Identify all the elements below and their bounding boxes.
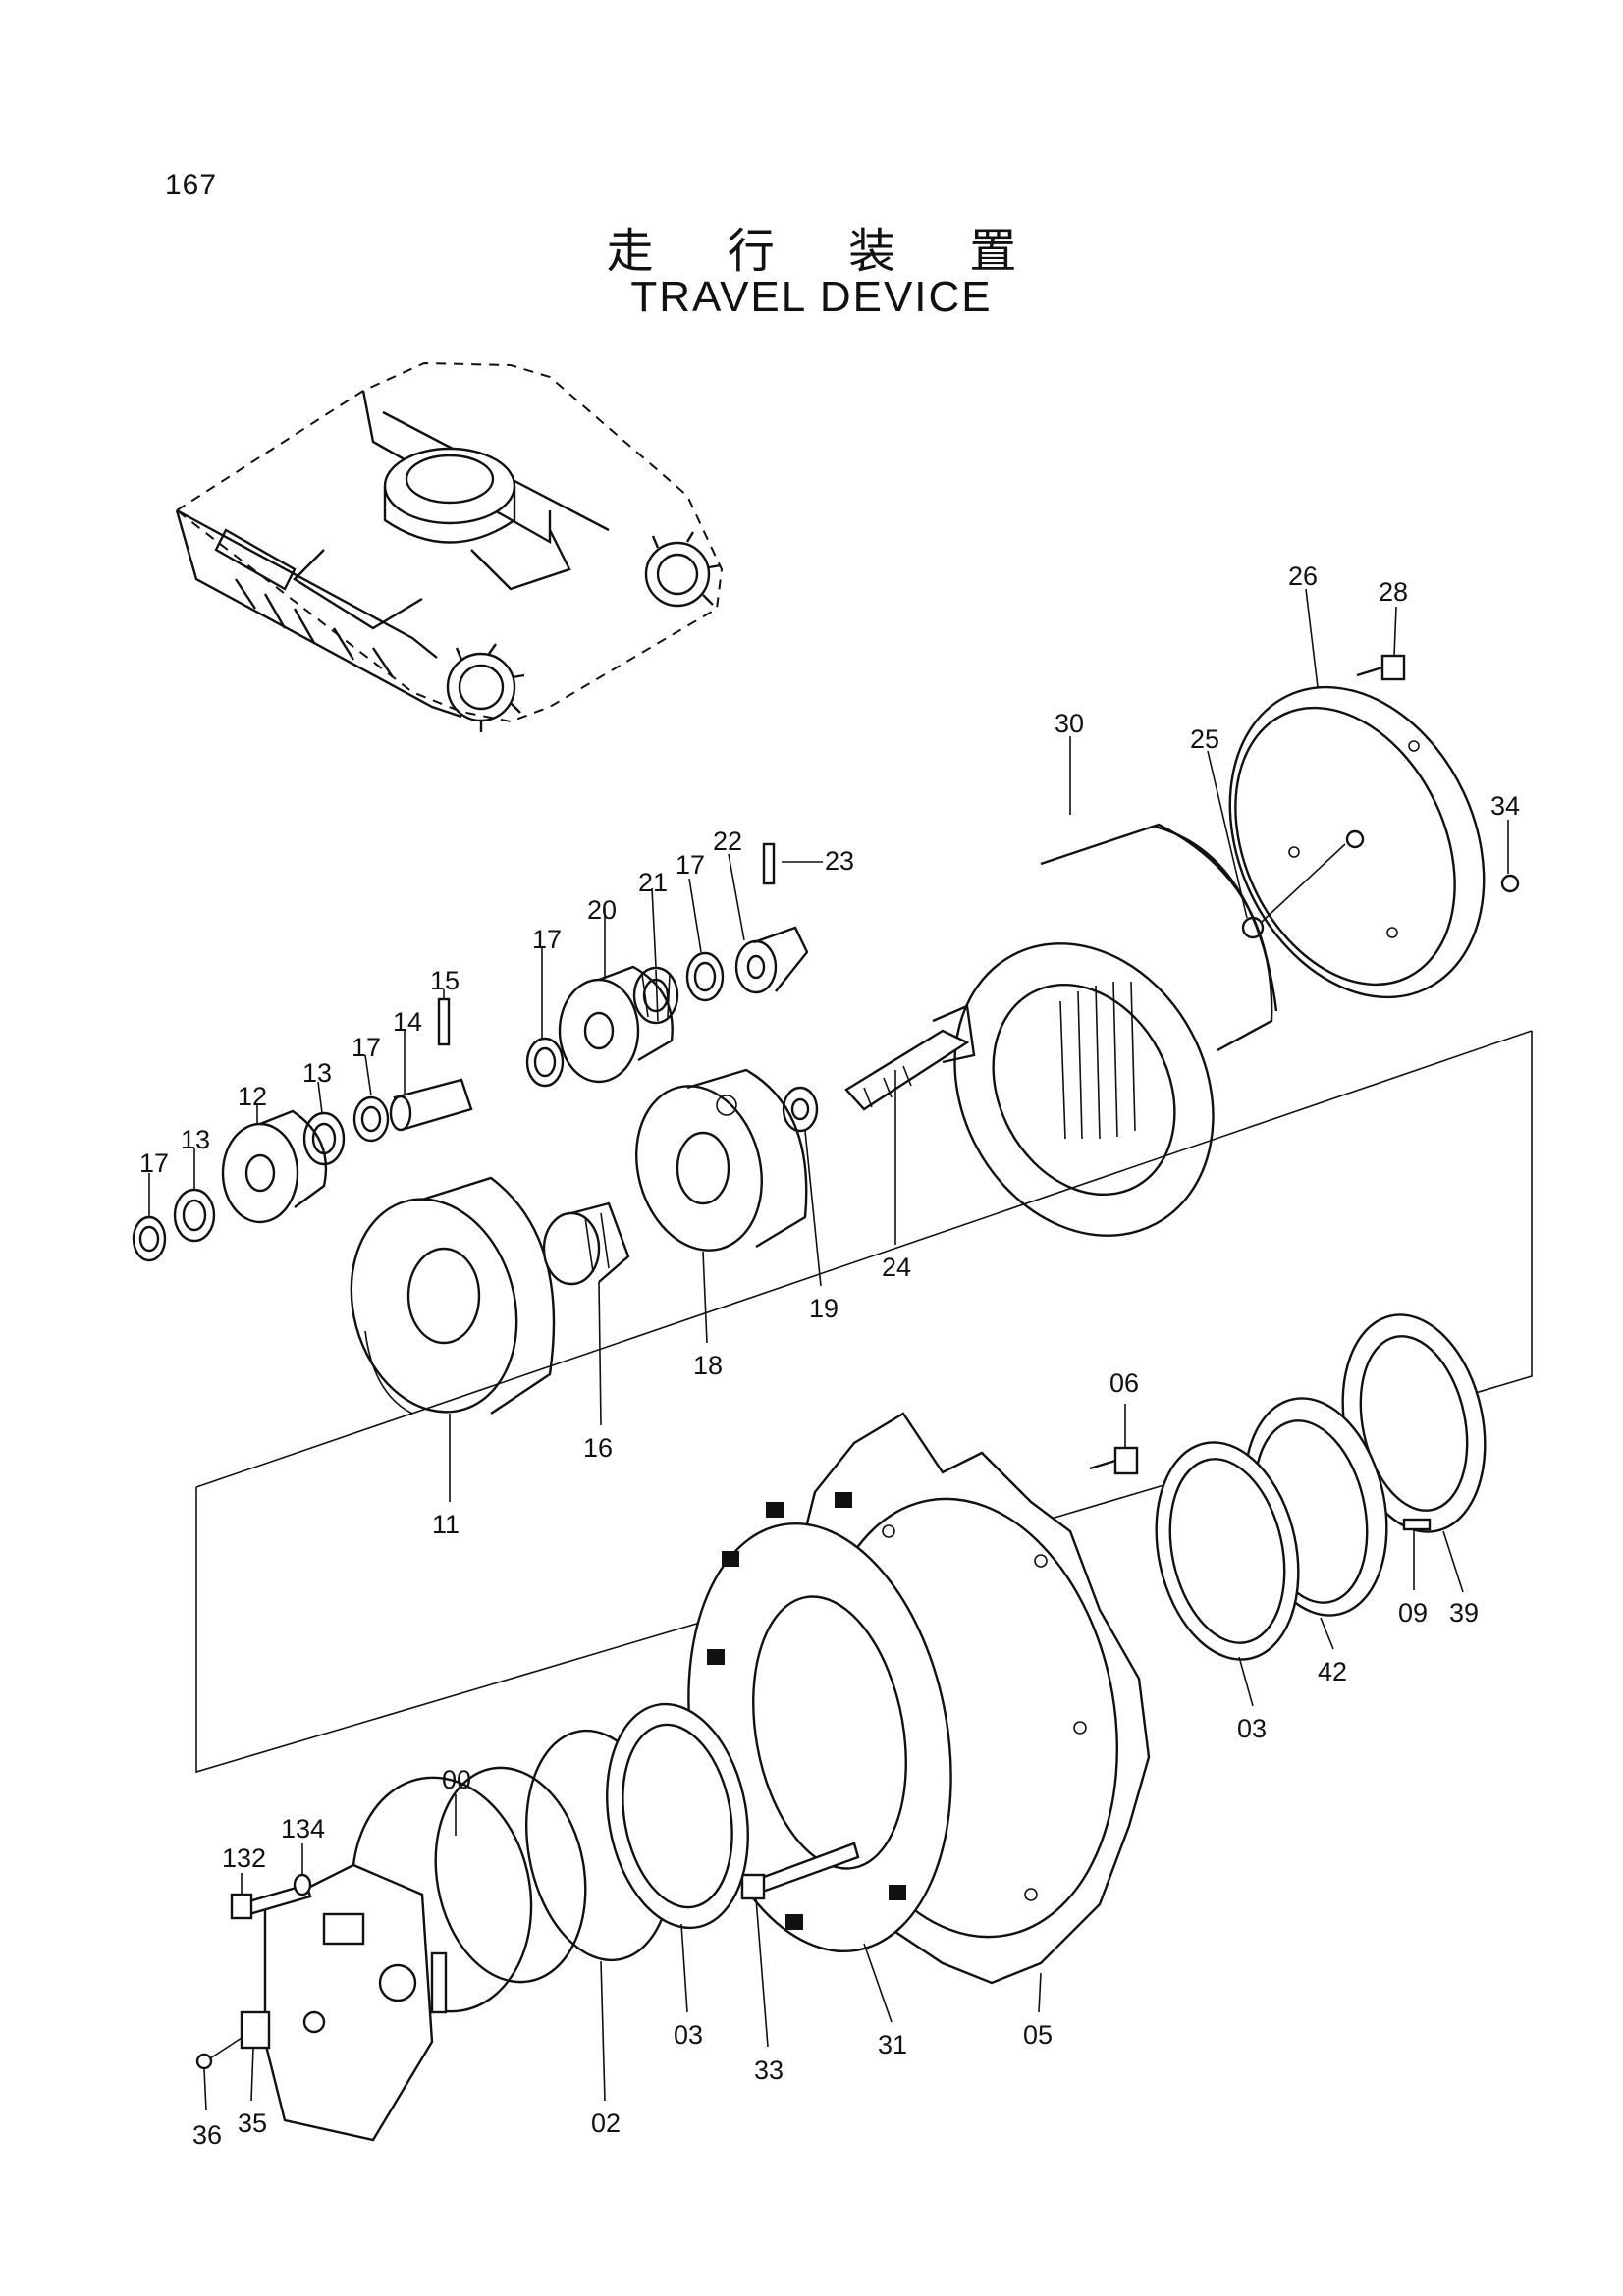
label-22: 22 — [713, 827, 742, 856]
label-03-b: 03 — [674, 2020, 703, 2050]
part-134-washer — [293, 1873, 312, 1896]
undercarriage-overview — [175, 361, 724, 732]
part-17-washer — [685, 951, 725, 1002]
label-17-d: 17 — [139, 1148, 169, 1178]
part-20-gear — [558, 965, 674, 1084]
part-17-washer-3 — [352, 1095, 390, 1143]
label-00: 00 — [442, 1765, 471, 1794]
label-28: 28 — [1379, 577, 1408, 607]
part-24-shaft — [844, 1004, 976, 1111]
part-36-screw — [195, 2037, 243, 2070]
label-17-b: 17 — [532, 925, 562, 954]
part-11-carrier-housing — [350, 1176, 556, 1415]
leader-lines — [148, 588, 1509, 2111]
label-06: 06 — [1109, 1368, 1139, 1398]
part-12-gear — [221, 1109, 328, 1224]
label-05: 05 — [1023, 2020, 1053, 2050]
part-17-washer-4 — [132, 1215, 167, 1262]
label-34: 34 — [1490, 791, 1520, 821]
part-23-pin — [762, 842, 776, 885]
label-35: 35 — [238, 2109, 267, 2138]
label-03-a: 03 — [1237, 1714, 1267, 1743]
label-21: 21 — [638, 868, 668, 897]
part-13-bearing-2 — [173, 1188, 216, 1243]
part-13-bearing — [302, 1111, 346, 1166]
label-13-a: 13 — [302, 1058, 332, 1088]
label-20: 20 — [587, 895, 617, 925]
part-31-housing — [687, 1492, 952, 1953]
label-24: 24 — [882, 1253, 911, 1282]
label-18: 18 — [693, 1351, 723, 1380]
part-16-sun-gear — [542, 1201, 630, 1286]
part-30-hub — [953, 823, 1278, 1237]
part-03-seal-2 — [606, 1702, 749, 1930]
part-22-shaft — [734, 926, 809, 994]
part-15-pin — [437, 997, 451, 1046]
label-134: 134 — [281, 1814, 325, 1843]
label-42: 42 — [1318, 1657, 1347, 1686]
part-21-bearing — [632, 966, 679, 1025]
part-25-plug — [1241, 843, 1346, 939]
part-18-carrier — [634, 1068, 808, 1252]
part-35-plate — [240, 2010, 271, 2050]
part-33-bolt — [740, 1842, 860, 1900]
title-japanese: 走 行 装 置 — [606, 224, 1047, 279]
page-number: 167 — [165, 169, 218, 201]
part-34-plug — [1500, 874, 1520, 893]
label-14: 14 — [393, 1007, 422, 1037]
label-36: 36 — [192, 2120, 222, 2150]
part-19-washer — [782, 1086, 819, 1133]
label-02: 02 — [591, 2109, 621, 2138]
label-23: 23 — [825, 846, 854, 876]
assembly-bracket-upper — [195, 1030, 1533, 1488]
label-39: 39 — [1449, 1598, 1479, 1628]
part-28-bolt — [1356, 654, 1406, 681]
part-26-cover — [1228, 685, 1486, 999]
part-labels: 26 28 30 25 34 22 23 17 21 20 17 15 14 1… — [139, 561, 1520, 2150]
label-17-c: 17 — [352, 1033, 381, 1062]
part-06-bolt — [1089, 1446, 1139, 1475]
part-00-travel-motor — [263, 1766, 587, 2142]
part-03-seal — [1155, 1441, 1300, 1661]
label-31: 31 — [878, 2030, 907, 2059]
label-33: 33 — [754, 2056, 784, 2085]
title-english: TRAVEL DEVICE — [630, 273, 993, 321]
label-13-b: 13 — [181, 1125, 210, 1154]
label-09: 09 — [1398, 1598, 1428, 1628]
label-16: 16 — [583, 1433, 613, 1463]
label-19: 19 — [809, 1294, 839, 1323]
label-30: 30 — [1055, 709, 1084, 738]
label-26: 26 — [1288, 561, 1318, 591]
label-17-a: 17 — [676, 850, 705, 880]
label-15: 15 — [430, 966, 460, 995]
part-14-shaft — [389, 1078, 473, 1132]
label-11: 11 — [432, 1510, 460, 1539]
part-17-washer-2 — [525, 1037, 565, 1088]
part-09-pin — [1402, 1518, 1432, 1531]
label-132: 132 — [222, 1843, 266, 1873]
label-12: 12 — [238, 1082, 267, 1111]
label-25: 25 — [1190, 724, 1219, 754]
